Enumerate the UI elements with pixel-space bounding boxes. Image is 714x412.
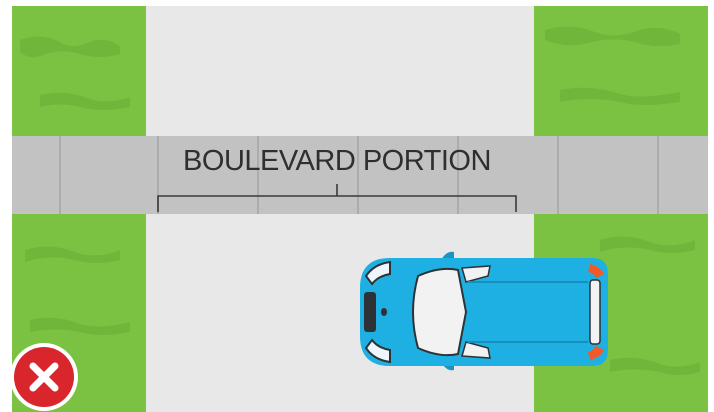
car-taillight-bottom [588,346,604,360]
boulevard-bracket [157,184,517,212]
grass-top-right [534,6,708,136]
sidewalk [12,136,708,214]
grass-top-left [12,6,146,136]
error-x-icon [10,343,78,411]
car-window-bottom [461,341,491,359]
car-hood-emblem [381,308,387,316]
car-grille [364,292,376,332]
car-top-view [360,251,608,371]
car-headlight-bottom [364,338,391,364]
boulevard-portion-label: BOULEVARD PORTION [183,145,491,177]
car-rear-window [589,279,601,345]
car-headlight-top [364,260,391,286]
car-taillight-top [588,264,604,278]
car-window-top [461,265,491,283]
car-windshield [412,267,468,357]
